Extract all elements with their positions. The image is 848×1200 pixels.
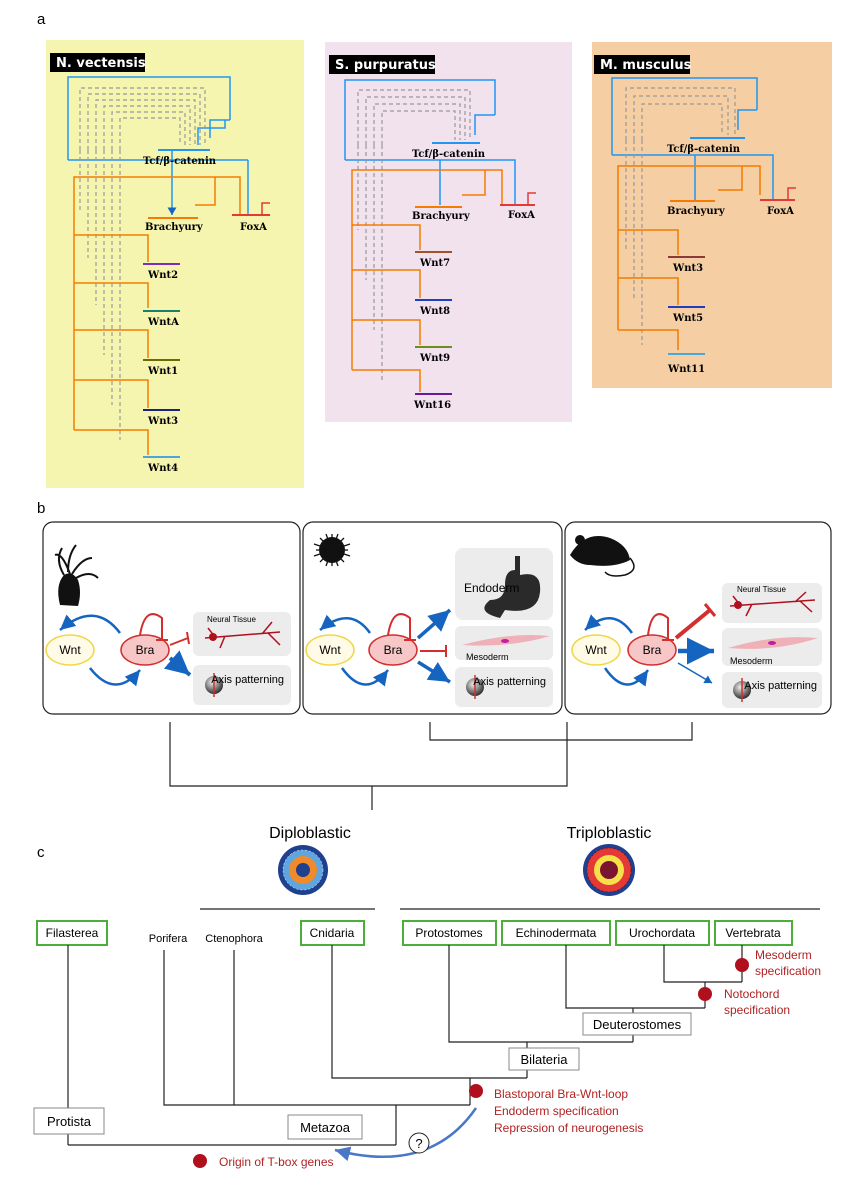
diploblastic-label: Diploblastic [269, 825, 351, 842]
gene-foxa: FoxA [508, 210, 535, 221]
gene-tcf: Tcf/β-catenin [143, 156, 217, 167]
species-label-bg [329, 55, 435, 74]
bra-node: Bra [136, 643, 155, 657]
taxon-filasterea: Filasterea [46, 926, 99, 940]
sea-anemone-icon [54, 544, 99, 606]
bra-node: Bra [643, 643, 662, 657]
gene-foxa: FoxA [767, 206, 794, 217]
axis-icon [466, 675, 484, 699]
taxon-cnidaria: Cnidaria [310, 926, 355, 940]
event-blastoporal: Repression of neurogenesis [494, 1121, 643, 1135]
neuron-icon [729, 591, 816, 617]
taxon-porifera: Porifera [149, 933, 188, 945]
target-label: Axis patterning [744, 680, 817, 692]
grn-strongylocentrotus: S. purpuratus Tcf/β-catenin Brachyury Fo… [325, 42, 572, 422]
gut-icon [484, 556, 541, 618]
grn-mus: M. musculus Tcf/β-catenin Brachyury FoxA… [592, 42, 832, 388]
event-notochord: Notochord [724, 987, 779, 1001]
gene-wnt: Wnt7 [419, 258, 450, 269]
event-blastoporal: Endoderm specification [494, 1104, 619, 1118]
gene-wnt: Wnt4 [147, 463, 178, 474]
target-label: Endoderm [464, 581, 519, 595]
grn-nematostella: N. vectensis Tcf/β-catenin Brachyury Fox… [46, 40, 304, 488]
taxon-vertebrata: Vertebrata [725, 926, 781, 940]
sea-urchin-icon [313, 533, 351, 567]
node-metazoa: Metazoa [300, 1120, 351, 1135]
diploblast-embryo-icon [278, 845, 328, 895]
mouse-icon [570, 535, 635, 577]
network-box-cnidaria: Wnt Bra Neural Tissue Axis patterning [42, 521, 301, 715]
node-protista: Protista [47, 1114, 92, 1129]
gene-wnt: Wnt8 [419, 306, 450, 317]
gene-brachyury: Brachyury [412, 211, 471, 222]
gene-wnt: Wnt1 [147, 366, 178, 377]
species-panel-bg [325, 42, 572, 422]
event-notochord: specification [724, 1003, 790, 1017]
target-label: Mesoderm [730, 656, 773, 666]
neuron-icon [204, 621, 281, 649]
species-label: N. vectensis [56, 56, 146, 71]
gene-wnt: WntA [147, 317, 179, 328]
gene-wnt: Wnt11 [667, 364, 705, 375]
panel-c-label: c [37, 844, 45, 861]
panel-a-label: a [37, 11, 46, 28]
network-box-echinoderm: Endoderm Wnt Bra Mesoderm Axis patternin… [302, 521, 563, 715]
gene-wnt: Wnt16 [413, 400, 451, 411]
question-mark: ? [415, 1136, 422, 1151]
gene-foxa: FoxA [240, 222, 267, 233]
species-label-bg [594, 55, 690, 74]
triploblast-embryo-icon [583, 844, 635, 896]
panel-b-tree [169, 722, 693, 810]
event-mesoderm: Mesoderm [755, 948, 812, 962]
event-mesoderm: specification [755, 964, 821, 978]
wnt-node: Wnt [585, 643, 607, 657]
species-label: M. musculus [600, 58, 692, 73]
phylogeny-tree [67, 945, 743, 1146]
target-label: Axis patterning [211, 674, 284, 686]
taxon-echinodermata: Echinodermata [516, 926, 597, 940]
gene-brachyury: Brachyury [145, 222, 204, 233]
panel-b-label: b [37, 500, 45, 517]
target-label: Mesoderm [466, 652, 509, 662]
taxon-protostomes: Protostomes [415, 926, 482, 940]
axis-icon [205, 673, 223, 697]
target-label: Neural Tissue [737, 585, 786, 594]
node-deuterostomes: Deuterostomes [593, 1017, 682, 1032]
wnt-genes: Wnt2 WntA Wnt1 Wnt3 Wnt4 [143, 263, 180, 474]
taxa: Filasterea Porifera Ctenophora Cnidaria … [36, 920, 793, 946]
wnt-node: Wnt [319, 643, 341, 657]
taxon-urochordata: Urochordata [629, 926, 695, 940]
muscle-cell-icon [728, 637, 818, 649]
gene-brachyury: Brachyury [667, 206, 726, 217]
event-markers: Mesoderm specification Notochord specifi… [193, 948, 821, 1169]
node-bilateria: Bilateria [521, 1052, 569, 1067]
axis-icon [733, 678, 751, 702]
gene-wnt: Wnt9 [419, 353, 450, 364]
species-label: S. purpuratus [335, 58, 436, 73]
taxon-ctenophora: Ctenophora [205, 933, 263, 945]
gene-wnt: Wnt5 [672, 313, 703, 324]
gene-wnt: Wnt3 [672, 263, 703, 274]
network-box-vertebrate: Wnt Bra Neural Tissue Mesoderm Axis patt… [564, 521, 832, 715]
bra-node: Bra [384, 643, 403, 657]
target-label: Axis patterning [473, 676, 546, 688]
event-tbox: Origin of T-box genes [219, 1155, 334, 1169]
muscle-cell-icon [462, 635, 550, 646]
target-label: Neural Tissue [207, 615, 256, 624]
wnt-node: Wnt [59, 643, 81, 657]
gene-wnt: Wnt3 [147, 416, 178, 427]
triploblastic-label: Triploblastic [567, 825, 652, 842]
gene-wnt: Wnt2 [147, 270, 178, 281]
species-label-bg [50, 53, 145, 72]
event-blastoporal: Blastoporal Bra-Wnt-loop [494, 1087, 628, 1101]
gene-tcf: Tcf/β-catenin [667, 144, 741, 155]
gene-tcf: Tcf/β-catenin [412, 149, 486, 160]
